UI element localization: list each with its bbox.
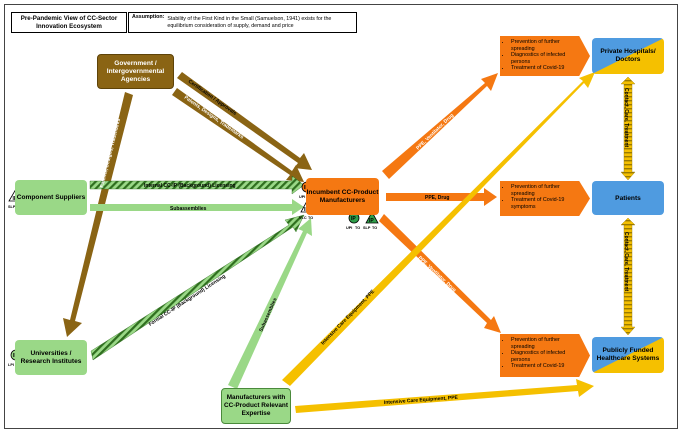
node-public-healthcare: Publicly Funded Healthcare Systems [592,337,664,373]
arrow-ppe-vent-drug-bottom [379,214,501,333]
arrow-ppe-vent-drug-top [382,73,498,179]
outcome-bottom: Prevention of further spreading Diagnost… [500,334,590,377]
node-private-hospitals: Private Hospitals/ Doctors [592,38,664,74]
ip-badge-incumbent-upi: IP UPI TO [346,212,360,230]
svg-text:SLP: SLP [363,226,371,230]
label-subassemblies: Subassemblies [170,206,207,212]
arrow-icu-private [282,72,595,386]
outcome-top-item: Diagnostics of infected persons [511,52,578,65]
arrow-formal-licensing [90,214,305,361]
svg-text:UPI: UPI [299,195,305,199]
assumption-label: Assumption: [132,14,165,20]
arrow-certification [177,72,312,170]
label-formal-licensing: Formal CC-IP (Background) Licensing [148,274,227,328]
assumption-box: Assumption: Stability of the First Kind … [128,12,357,33]
outcome-middle: Prevention of further spreading Treatmen… [500,181,590,216]
node-government: Government / Intergovernmental Agencies [97,54,174,89]
label-contact-private: Contact, Care, Treatment [623,88,629,148]
label-icu-bottom: Intensive Care Equipment, PPE [384,395,459,406]
label-contact-public: Contact, Care, Treatment [623,232,629,292]
outcome-middle-item: Treatment of Covid-19 symptoms [511,197,578,210]
outcome-bottom-item: Prevention of further spreading [511,337,578,350]
arrow-gov-to-universities [63,92,133,337]
diagram-title: Pre-Pandemic View of CC-Sector Innovatio… [11,12,127,33]
arrow-patents-gov [172,88,304,182]
label-ppe-drug: PPE, Drug [425,195,449,201]
outcome-top: Prevention of further spreading Diagnost… [500,36,590,76]
svg-text:IP: IP [351,216,356,222]
ip-badge-incumbent-slp: IP SLP TO [363,211,379,230]
outcome-bottom-item: Diagnostics of infected persons [511,350,578,363]
svg-text:VLC: VLC [299,216,307,220]
arrow-contact-public [620,217,636,336]
label-certification: Certification / Approvals [187,79,238,117]
arrow-ppe-drug [386,188,497,206]
svg-text:TO: TO [355,226,360,230]
svg-text:SLP: SLP [8,205,16,209]
outcome-top-item: Prevention of further spreading [511,39,578,52]
svg-text:LPI: LPI [8,363,14,367]
label-ppe-vent-drug-bottom: PPE, Ventilator, Drug [417,255,457,293]
node-incumbent: Incumbent CC-Product Manufacturers [306,178,379,215]
arrow-subassemblies [90,199,304,215]
arrow-subassemblies-manu [228,218,312,389]
svg-text:IP: IP [369,218,374,224]
arrow-internal-licensing [89,175,305,195]
svg-text:UPI: UPI [346,226,352,230]
svg-text:TO: TO [372,226,377,230]
node-universities: Universities / Research Institutes [15,340,87,375]
arrow-contact-private [620,76,636,181]
label-ppe-vent-drug-top: PPE, Ventilator, Drug [415,113,455,152]
diagram-frame [4,4,678,429]
arrow-icu-public [295,379,594,413]
outcome-middle-item: Prevention of further spreading [511,184,578,197]
node-manufacturers: Manufacturers with CC-Product Relevant E… [221,388,291,424]
assumption-text: Stability of the First Kind in the Small… [167,15,332,29]
outcome-top-item: Treatment of Covid-19 [511,65,578,72]
svg-text:TO: TO [308,216,313,220]
node-patients: Patients [592,181,664,215]
label-internal-licensing: Internal CC-IP (Background) Licensing [144,183,236,189]
label-icu-top: Intensive Care Equipment, PPE [320,288,376,346]
node-component-suppliers: Component Suppliers [15,180,87,215]
outcome-bottom-item: Treatment of Covid-19 [511,363,578,370]
